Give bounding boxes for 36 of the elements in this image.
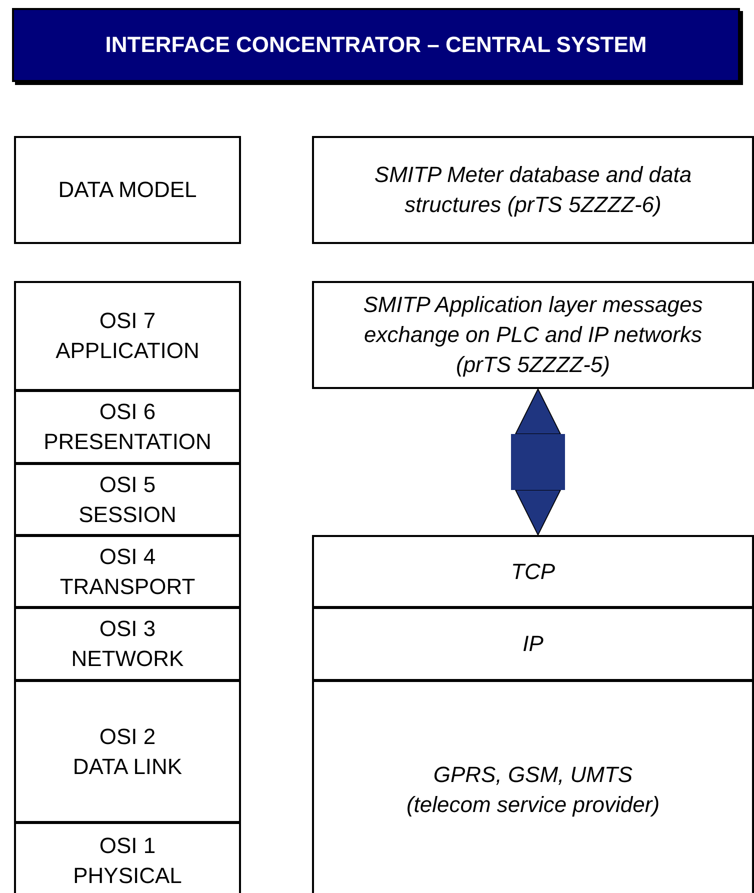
title-banner — [12, 8, 740, 82]
layer-label: NETWORK — [71, 645, 184, 673]
osi-layer-box — [14, 136, 241, 244]
osi-layer-box — [14, 281, 241, 391]
protocol-box — [312, 680, 754, 893]
protocol-box — [312, 281, 754, 389]
layer-label: OSI 2 — [99, 722, 156, 750]
osi-layer-box — [14, 607, 241, 681]
layer-label: SESSION — [78, 500, 176, 528]
protocol-label: GPRS, GSM, UMTS (telecom service provider) — [405, 761, 661, 819]
protocol-label: IP — [522, 630, 544, 658]
protocol-label: SMITP Application layer messages exchange on PLC and IP networks (prTS 5ZZZZ-5) — [362, 291, 704, 379]
osi-layer-box — [14, 680, 241, 823]
layer-label: APPLICATION — [56, 337, 200, 365]
protocol-box — [312, 136, 754, 244]
protocol-box — [312, 535, 754, 608]
layer-label: DATA LINK — [72, 752, 182, 780]
layer-label: OSI 3 — [99, 615, 156, 643]
layer-label: PRESENTATION — [44, 428, 212, 456]
layer-label: TRANSPORT — [60, 572, 196, 600]
layer-label: OSI 7 — [99, 307, 156, 335]
protocol-label: TCP — [511, 558, 555, 586]
layer-label: OSI 5 — [99, 470, 156, 498]
layer-label: OSI 6 — [99, 398, 156, 426]
osi-layer-box — [14, 463, 241, 536]
layer-label: OSI 4 — [99, 542, 156, 570]
osi-layer-box — [14, 390, 241, 464]
layer-label: OSI 1 — [99, 832, 156, 860]
protocol-box — [312, 607, 754, 681]
banner-title: INTERFACE CONCENTRATOR – CENTRAL SYSTEM — [105, 31, 647, 59]
layer-label: DATA MODEL — [58, 176, 197, 204]
osi-layer-box — [14, 822, 241, 893]
protocol-label: SMITP Meter database and data structures (prTS 5ZZZZ-6) — [373, 161, 693, 219]
osi-layer-box — [14, 535, 241, 608]
double-arrow — [511, 388, 565, 536]
layer-label: PHYSICAL — [73, 862, 182, 890]
